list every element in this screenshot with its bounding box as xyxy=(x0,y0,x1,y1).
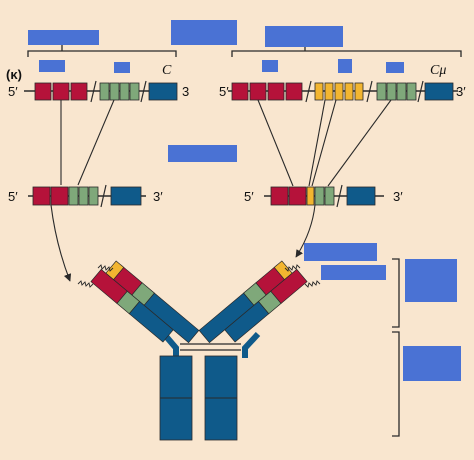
heavy-j-segment xyxy=(376,82,387,101)
label-box-fab xyxy=(405,259,457,302)
label-box-fc xyxy=(403,346,461,381)
heavy-v-segment xyxy=(267,82,285,101)
text-labels: (κ) 5′ 3 C 5′ 3′ Cμ 5′ 3′ 5′ 3′ xyxy=(6,63,466,204)
fab-arm-right xyxy=(198,260,308,344)
rearranged-heavy-dna xyxy=(264,184,384,208)
kappa-v-segment xyxy=(52,82,70,101)
heavy-v-segment xyxy=(231,82,249,101)
kappa-c-label: C xyxy=(162,63,172,78)
label-boxes xyxy=(28,20,461,381)
heavy-vdj-three-prime: 3′ xyxy=(393,189,403,204)
bracket-kappa-locus xyxy=(27,45,177,57)
label-box-antigen-binding-1 xyxy=(304,243,377,261)
kappa-vj-j xyxy=(88,186,99,206)
antibody-molecule xyxy=(77,260,321,441)
light-constant-left xyxy=(128,300,174,343)
expression-arrows xyxy=(50,204,316,282)
heavy-vdj-j xyxy=(324,186,335,206)
heavy-c-mu-label: Cμ xyxy=(430,63,446,78)
label-box-rearranged xyxy=(168,145,237,162)
label-box-heavy-v xyxy=(262,60,278,72)
label-box-antigen-binding-2 xyxy=(321,265,386,280)
kappa-vj-three-prime: 3′ xyxy=(153,189,163,204)
kappa-vj-v xyxy=(32,186,51,206)
heavy-three-prime: 3′ xyxy=(456,84,466,99)
heavy-vdj-v xyxy=(288,186,307,206)
heavy-vdj-v xyxy=(270,186,289,206)
germline-kappa-locus xyxy=(24,80,178,103)
kappa-vj-v xyxy=(50,186,69,206)
heavy-vdj-d xyxy=(306,186,315,206)
kappa-vj-j xyxy=(78,186,89,206)
heavy-v-segment xyxy=(285,82,303,101)
kappa-v-segment xyxy=(34,82,52,101)
heavy-d-segment xyxy=(354,82,364,101)
heavy-five-prime: 5′ xyxy=(219,84,229,99)
kappa-v-segment xyxy=(70,82,88,101)
fc-region xyxy=(159,355,238,441)
locus-brackets xyxy=(27,45,462,57)
antigen-binding-site-right xyxy=(284,264,321,288)
kappa-j-segment xyxy=(129,82,140,101)
kappa-vj-j xyxy=(68,186,79,206)
kappa-vj-five-prime: 5′ xyxy=(8,189,18,204)
heavy-d-segment xyxy=(334,82,344,101)
heavy-chain-arrow xyxy=(295,204,316,258)
rearranged-kappa-dna xyxy=(28,184,146,208)
kappa-j-segment xyxy=(99,82,110,101)
heavy-j-segment xyxy=(406,82,417,101)
heavy-j-segment xyxy=(386,82,397,101)
heavy-v-segment xyxy=(249,82,267,101)
fab-bracket xyxy=(392,258,400,328)
fab-arm-left xyxy=(90,260,200,344)
kappa-c-segment xyxy=(148,82,178,101)
kappa-vj-c xyxy=(110,186,142,206)
heavy-d-segment xyxy=(324,82,334,101)
label-box-heavy-d xyxy=(338,59,352,73)
heavy-j-segment xyxy=(396,82,407,101)
label-box-heavy-j xyxy=(386,62,404,73)
kappa-j-segment xyxy=(109,82,120,101)
kappa-label: (κ) xyxy=(6,67,22,82)
hinge-region xyxy=(161,331,261,358)
light-constant-right xyxy=(224,300,270,343)
heavy-vdj-j xyxy=(314,186,325,206)
domain-brackets xyxy=(392,258,400,437)
bracket-heavy-locus xyxy=(231,47,462,57)
heavy-c-mu-segment xyxy=(424,82,454,101)
kappa-three-end: 3 xyxy=(182,84,189,99)
heavy-d-segment xyxy=(314,82,324,101)
label-box-germline xyxy=(171,20,237,45)
rearrangement-lines xyxy=(60,99,392,187)
light-chain-arrow xyxy=(50,204,72,282)
label-box-kappa-j xyxy=(114,62,130,73)
kappa-five-prime: 5′ xyxy=(8,84,18,99)
heavy-vdj-c xyxy=(346,186,376,206)
label-box-light-chain-locus xyxy=(28,30,99,45)
heavy-vdj-five-prime: 5′ xyxy=(244,189,254,204)
fc-bracket xyxy=(392,331,400,437)
antigen-binding-site-left xyxy=(77,264,114,288)
label-box-kappa-v xyxy=(39,60,65,72)
heavy-d-segment xyxy=(344,82,354,101)
germline-heavy-locus xyxy=(228,80,458,103)
kappa-j-segment xyxy=(119,82,130,101)
label-box-heavy-chain-locus xyxy=(265,26,343,47)
